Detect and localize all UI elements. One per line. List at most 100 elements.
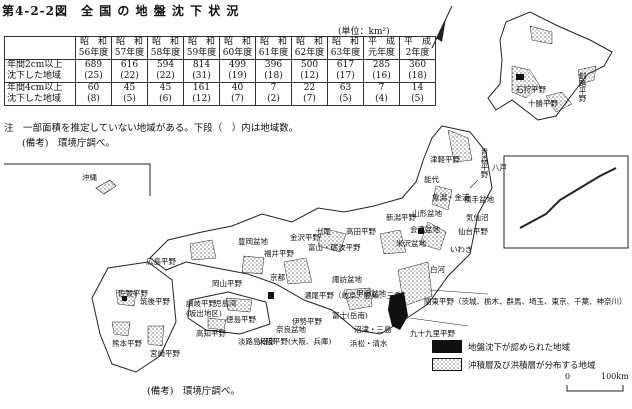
scale-distance: 100km bbox=[601, 372, 629, 381]
label-toyama: 富山・砺波平野 bbox=[308, 243, 361, 252]
table-header-text: 56年度 bbox=[78, 48, 109, 58]
region-count: (18) bbox=[264, 71, 283, 81]
table-note: 注 一部面積を推定していない地域がある。下段（ ）内は地域数。 bbox=[4, 123, 299, 134]
okinawa-inset-frame bbox=[4, 163, 151, 196]
label-takada: 高田平野 bbox=[346, 227, 376, 236]
region-count: (22) bbox=[120, 71, 139, 81]
label-kujukuri: 九十九里平野 bbox=[410, 329, 455, 338]
area-value: 7 bbox=[270, 83, 277, 93]
table-row-label: 年間4cm以上沈下した地域 bbox=[4, 82, 76, 106]
kuril-inset-frame bbox=[503, 155, 629, 249]
label-fuji: 富士(岳南) bbox=[332, 311, 368, 320]
label-kisakata: 象潟・金浦 bbox=[432, 193, 470, 202]
area-value: 60 bbox=[87, 83, 100, 93]
table-header-text: 昭 和 bbox=[259, 37, 287, 47]
table-cell: 60(8) bbox=[75, 82, 112, 106]
figure-title: 第4-2-2図 全 国 の 地 盤 沈 下 状 況 bbox=[2, 4, 240, 18]
north-arrow-icon bbox=[431, 5, 453, 49]
label-niigata: 新潟平野 bbox=[386, 213, 416, 222]
okinawa-island bbox=[95, 179, 117, 195]
table-cell: 360(18) bbox=[399, 59, 436, 83]
table-header-text: 平 成 bbox=[403, 37, 431, 47]
table-header-text: 昭 和 bbox=[331, 37, 359, 47]
area-value: 7 bbox=[378, 83, 385, 93]
table-cell: 396(18) bbox=[255, 59, 292, 83]
label-kesennuma: 気仙沼 bbox=[466, 213, 489, 222]
label-kyoto: 京都 bbox=[270, 273, 285, 282]
legend-label-subsidence: 地盤沈下が認められた地域 bbox=[468, 342, 571, 353]
kyushu-plains bbox=[111, 289, 165, 347]
label-sanuki-sub: (坂出地区) bbox=[186, 309, 222, 318]
label-yamagata: 山形盆地 bbox=[412, 209, 442, 218]
label-leaders bbox=[409, 179, 489, 327]
region-count: (5) bbox=[123, 94, 136, 104]
area-value: 689 bbox=[84, 60, 103, 70]
region-count: (8) bbox=[87, 94, 100, 104]
table-header-text: 57年度 bbox=[114, 48, 145, 58]
label-saga: 佐賀平野 bbox=[118, 289, 148, 298]
table-row-label-text: 年間2cm以上 bbox=[7, 60, 63, 70]
scale-zero: 0 bbox=[565, 372, 571, 381]
area-value: 285 bbox=[372, 60, 391, 70]
table-header-text: 昭 和 bbox=[187, 37, 215, 47]
region-count: (12) bbox=[192, 94, 211, 104]
area-value: 500 bbox=[300, 60, 319, 70]
label-aizu: 会津盆地 bbox=[410, 225, 440, 234]
table-source: (備考) 環境庁調べ。 bbox=[22, 138, 115, 149]
scale-bar-line bbox=[566, 385, 624, 392]
label-noshiro: 能代 bbox=[424, 175, 439, 184]
label-chikugo: 筑後平野 bbox=[140, 297, 170, 306]
region-count: (25) bbox=[84, 71, 103, 81]
hokkaido-plains bbox=[511, 25, 597, 113]
table-header-text: 2年度 bbox=[405, 48, 430, 58]
label-numazu: 沼津・三島 bbox=[354, 325, 392, 334]
saga-subsidence bbox=[122, 296, 127, 301]
label-shirakawa: 白河 bbox=[430, 265, 445, 274]
area-value: 14 bbox=[411, 83, 424, 93]
label-awaji: 淡路島南部 bbox=[238, 337, 276, 346]
label-yokote: 横手盆地 bbox=[464, 195, 494, 204]
label-tsugaru: 津軽平野 bbox=[430, 155, 460, 164]
area-value: 594 bbox=[156, 60, 175, 70]
label-tokachi: 十勝平野 bbox=[528, 99, 558, 108]
table-row-label-text: 沈下した地域 bbox=[7, 71, 62, 81]
table-row-label-text: 年間4cm以上 bbox=[7, 83, 63, 93]
area-value: 617 bbox=[336, 60, 355, 70]
label-sendai: 仙台平野 bbox=[458, 227, 488, 236]
table-cell: 7(2) bbox=[255, 82, 292, 106]
table-header-text: 昭 和 bbox=[295, 37, 323, 47]
label-miyazaki: 宮崎平野 bbox=[150, 349, 180, 358]
area-value: 814 bbox=[192, 60, 211, 70]
region-count: (31) bbox=[192, 71, 211, 81]
label-kanazawa: 金沢平野 bbox=[290, 233, 320, 242]
label-kanto: 関東平野（茨城、栃木、群馬、埼玉、東京、千葉、神奈川） bbox=[424, 297, 627, 306]
area-value: 161 bbox=[192, 83, 211, 93]
table-header-text: 元年度 bbox=[367, 48, 395, 58]
table-cell: 14(5) bbox=[399, 82, 436, 106]
area-value: 616 bbox=[120, 60, 139, 70]
label-sanuki: 讃岐平野 bbox=[186, 299, 216, 308]
table-cell: 616(22) bbox=[111, 59, 148, 83]
table-header-text: 昭 和 bbox=[115, 37, 143, 47]
region-count: (19) bbox=[228, 71, 247, 81]
label-nara: 奈良盆地 bbox=[276, 325, 306, 334]
label-kojima: 児島湾 bbox=[214, 299, 237, 308]
label-tokushima: 徳島平野 bbox=[226, 315, 256, 324]
table-header-text: 59年度 bbox=[186, 48, 217, 58]
map-source: (備考) 環境庁調べ。 bbox=[147, 386, 240, 397]
label-suwa: 諏訪盆地 bbox=[332, 275, 362, 284]
table-header-text: 昭 和 bbox=[151, 37, 179, 47]
region-count: (18) bbox=[408, 71, 427, 81]
map-legend: 地盤沈下が認められた地域 沖積層及び洪積層が分布する地域 bbox=[432, 340, 596, 376]
legend-row-alluvial: 沖積層及び洪積層が分布する地域 bbox=[432, 358, 596, 371]
area-value: 45 bbox=[123, 83, 136, 93]
label-kochi: 高知平野 bbox=[196, 329, 226, 338]
